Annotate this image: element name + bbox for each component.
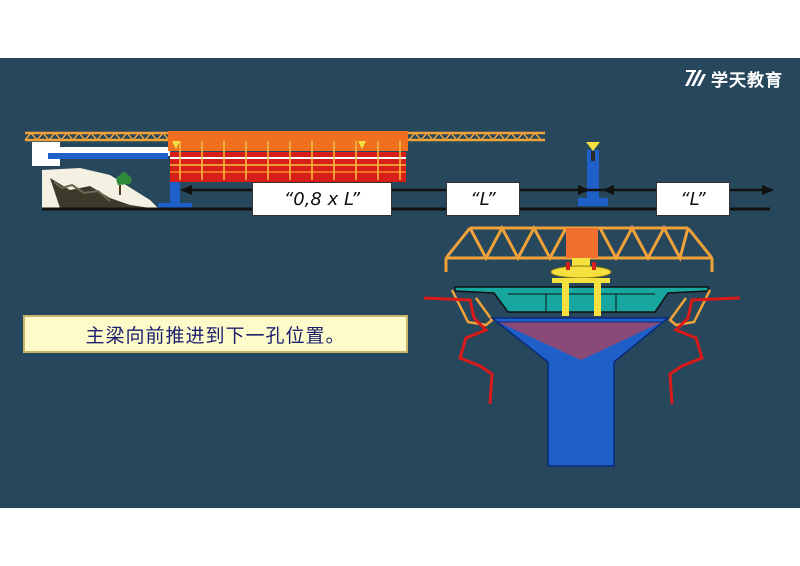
rear-support <box>158 182 192 209</box>
front-pier <box>578 142 608 206</box>
brand-logo: 学天教育 <box>683 66 783 91</box>
dimension-label-L-1: “L” <box>446 182 520 216</box>
red-hangers <box>423 296 741 405</box>
cross-section <box>423 224 741 467</box>
abutment <box>32 142 170 210</box>
dimension-label-L-2: “L” <box>656 182 730 216</box>
lifting-jack <box>550 258 612 283</box>
side-brackets <box>450 289 712 327</box>
dimension-label-0.8L: “0,8 x L” <box>252 182 392 216</box>
pier <box>489 317 671 467</box>
caption-box: 主梁向前推进到下一孔位置。 <box>23 315 408 353</box>
box-girder <box>454 283 709 316</box>
stripe-logo-icon <box>685 70 706 86</box>
main-girder <box>168 131 408 182</box>
cross-winch <box>566 228 598 258</box>
brand-name: 学天教育 <box>711 70 783 91</box>
